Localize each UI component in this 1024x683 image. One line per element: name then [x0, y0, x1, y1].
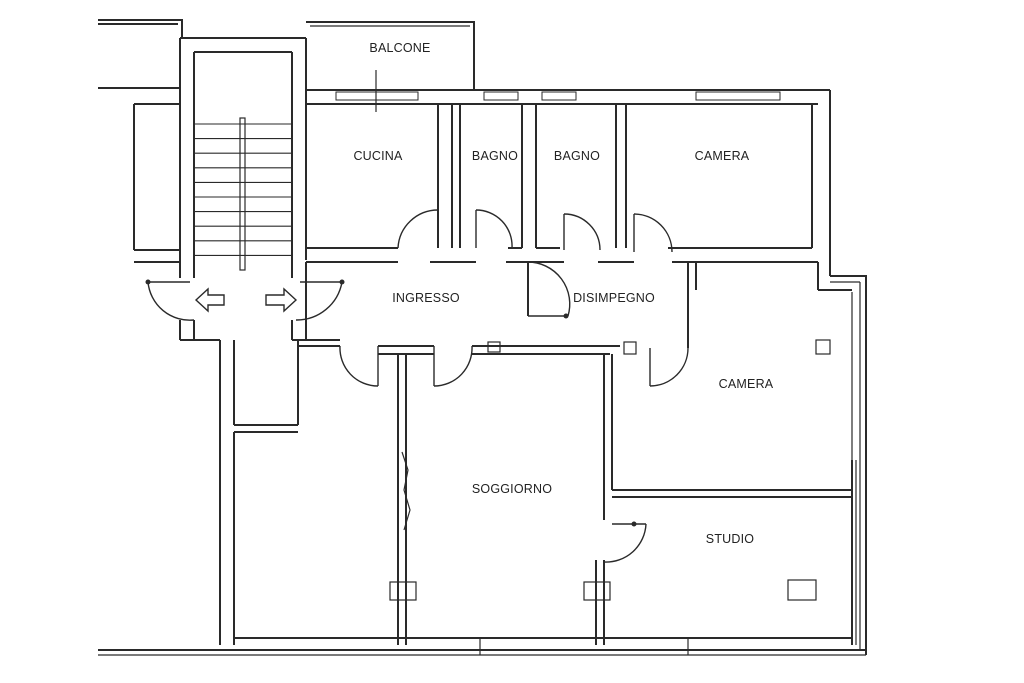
- balcone-area: [306, 21, 475, 112]
- arrow-right-icon: [265, 287, 298, 313]
- hall-walls: [298, 261, 697, 387]
- neighbour-walls: [98, 19, 866, 656]
- room-label-disimpegno: DISIMPEGNO: [573, 291, 655, 305]
- room-label-cucina: CUCINA: [353, 149, 403, 163]
- room-label-camera-top: CAMERA: [695, 149, 750, 163]
- room-label-bagno-1: BAGNO: [472, 149, 518, 163]
- stair-handrail: [239, 117, 246, 271]
- lower-rooms-walls: [234, 339, 857, 655]
- right-outer-walls: [818, 275, 867, 655]
- room-label-ingresso: INGRESSO: [392, 291, 460, 305]
- stairwell: [145, 37, 345, 645]
- arrow-left-icon: [194, 287, 225, 313]
- room-label-studio: STUDIO: [706, 532, 755, 546]
- room-label-balcone: BALCONE: [369, 41, 430, 55]
- room-label-soggiorno: SOGGIORNO: [472, 482, 552, 496]
- top-rooms-walls: [305, 89, 831, 290]
- room-label-camera-right: CAMERA: [719, 377, 774, 391]
- room-label-bagno-2: BAGNO: [554, 149, 600, 163]
- stair-treads: [194, 123, 292, 256]
